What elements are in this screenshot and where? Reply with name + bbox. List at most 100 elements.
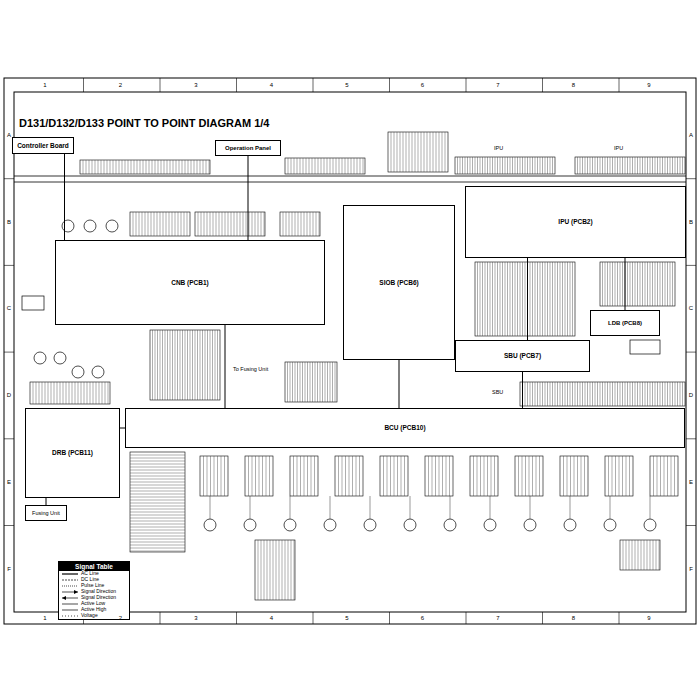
connector-block [245, 456, 273, 496]
wire-line [492, 157, 493, 174]
wire-line [333, 158, 334, 174]
wire-line [145, 212, 146, 236]
wire-line [248, 456, 249, 496]
circuit-board-box: DRB (PCB11) [25, 408, 120, 498]
wire-line [682, 157, 683, 174]
wire-line [552, 382, 553, 406]
grid-tick [686, 265, 696, 266]
wire-line [81, 382, 82, 404]
legend-text: Pulse Line [81, 583, 104, 589]
wire-line [570, 262, 571, 336]
wire-line [152, 330, 153, 400]
wire-line [317, 362, 318, 402]
wire-line [130, 482, 185, 483]
wire-line [482, 262, 483, 336]
wire-line [202, 330, 203, 400]
grid-tick [4, 265, 14, 266]
wire-line [204, 212, 205, 236]
wire-line [562, 382, 563, 406]
legend-sample [59, 583, 81, 589]
motor-symbol [84, 220, 96, 232]
wire-line [487, 456, 488, 496]
grid-reference: 6 [420, 82, 425, 89]
wire-line [667, 262, 668, 306]
harness-connector [527, 258, 528, 340]
wire-line [130, 488, 185, 489]
wire-line [650, 262, 651, 306]
wire-line [324, 158, 325, 174]
wire-line [345, 456, 346, 496]
wire-line [321, 158, 322, 174]
legend-sample [59, 613, 81, 619]
wire-line [626, 540, 627, 570]
wire-line [500, 157, 501, 174]
grid-reference: 8 [571, 615, 576, 622]
wire-line [266, 456, 267, 496]
diagram-title: D131/D132/D133 POINT TO POINT DIAGRAM 1/… [18, 117, 270, 129]
wire-line [570, 382, 571, 406]
wire-line [252, 212, 253, 236]
connector-block [388, 132, 448, 172]
wire-line [397, 456, 398, 496]
wire-line [342, 158, 343, 174]
wire-line [487, 157, 488, 174]
wire-line [130, 506, 185, 507]
wire-line [592, 382, 593, 406]
grid-tick [542, 612, 543, 624]
wire-line [597, 157, 598, 174]
wire-line [442, 456, 443, 496]
wire-line [657, 157, 658, 174]
wire-line [170, 160, 171, 174]
wire-line [485, 262, 486, 336]
wire-line [169, 212, 170, 236]
wire-line [457, 157, 458, 174]
board-name: SBU (PCB7) [504, 352, 541, 359]
wire-line [667, 456, 668, 496]
circuit-board-box: CNB (PCB1) [55, 240, 325, 325]
wire-line [657, 456, 658, 496]
wire-line [650, 540, 651, 570]
wire-line [525, 456, 526, 496]
wire-line [582, 157, 583, 174]
board-name: LDB (PCB8) [608, 320, 642, 327]
wire-line [537, 262, 538, 336]
connector-block [470, 456, 498, 496]
bus-line [14, 182, 686, 183]
wire-line [537, 382, 538, 406]
connector-block [455, 157, 555, 174]
wire-line [207, 212, 208, 236]
motor-symbol [204, 519, 216, 531]
grid-reference: 6 [420, 615, 425, 622]
legend-text: AC Line [81, 571, 99, 577]
wire-line [213, 212, 214, 236]
connector-block [335, 456, 363, 496]
wire-line [110, 160, 111, 174]
wire-line [298, 212, 299, 236]
legend-box: Signal TableAC LineDC LinePulse LineSign… [58, 561, 130, 620]
grid-tick [389, 78, 390, 92]
wire-line [175, 330, 176, 400]
wire-line [363, 158, 364, 174]
wire-line [547, 262, 548, 336]
wire-line [647, 157, 648, 174]
wire-line [610, 262, 611, 306]
wire-line [401, 456, 402, 496]
connector-block [575, 157, 685, 174]
motor-symbol [524, 519, 536, 531]
wire-line [136, 212, 137, 236]
wire-line [507, 262, 508, 336]
wire-line [300, 456, 301, 496]
grid-reference: 9 [646, 615, 651, 622]
wire-line [60, 382, 61, 404]
connector-block [425, 456, 453, 496]
wire-line [130, 503, 185, 504]
grid-reference: 9 [646, 82, 651, 89]
grid-tick [389, 612, 390, 624]
wire-line [635, 540, 636, 570]
grid-reference: 1 [42, 82, 47, 89]
wire-line [165, 330, 166, 400]
motor-symbol [564, 519, 576, 531]
wire-line [86, 160, 87, 174]
wire-line [560, 262, 561, 336]
legend-line [62, 616, 78, 617]
